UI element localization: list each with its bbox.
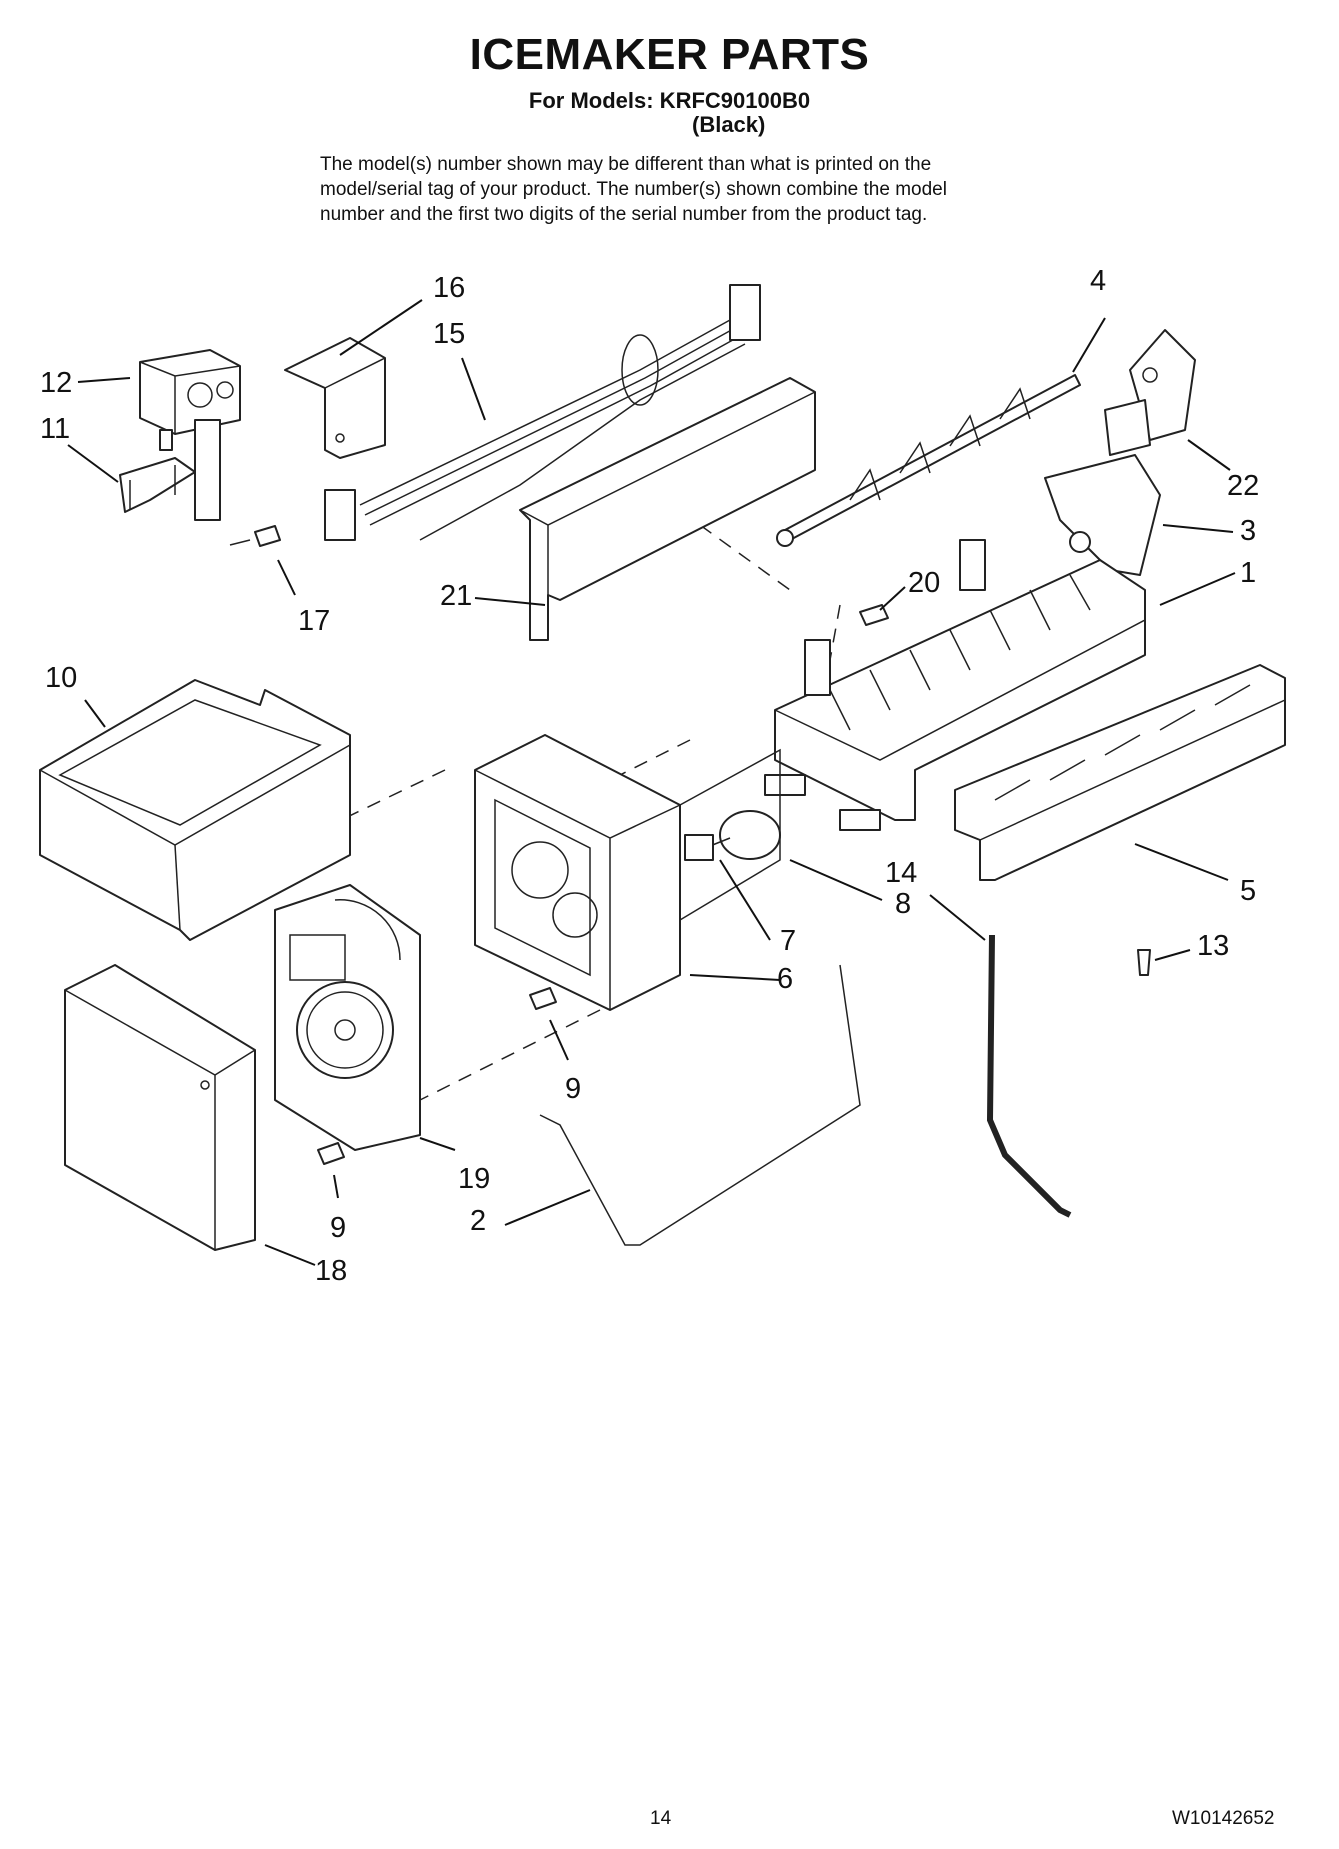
screw-9a <box>529 987 557 1010</box>
ejector-shaft <box>776 374 1081 547</box>
bearing-cover <box>1044 454 1161 576</box>
ice-bucket <box>39 679 351 941</box>
model-note-line: model/serial tag of your product. The nu… <box>320 179 947 200</box>
callout-10: 10 <box>45 662 77 694</box>
callout-15: 15 <box>433 318 465 350</box>
callout-8: 8 <box>895 888 911 920</box>
callout-1: 1 <box>1240 557 1256 589</box>
shutoff-wire <box>539 964 861 1246</box>
callout-9-upper: 9 <box>565 1073 581 1105</box>
wire-harness <box>324 284 761 541</box>
model-note-line: number and the first two digits of the s… <box>320 204 928 225</box>
callout-6: 6 <box>777 963 793 995</box>
document-number: W10142652 <box>1172 1808 1275 1829</box>
ice-stripper <box>954 664 1286 881</box>
water-valve <box>139 349 241 521</box>
callout-16: 16 <box>433 272 465 304</box>
callout-leaders <box>67 299 1236 1266</box>
page-title: ICEMAKER PARTS <box>469 30 870 79</box>
callout-9-lower: 9 <box>330 1212 346 1244</box>
screw-20 <box>859 604 889 626</box>
callout-19: 19 <box>458 1163 490 1195</box>
callout-11: 11 <box>40 413 70 445</box>
callout-14: 14 <box>885 857 917 889</box>
model-variant: (Black) <box>692 112 766 137</box>
callout-4: 4 <box>1090 265 1106 297</box>
callout-12: 12 <box>40 367 72 399</box>
valve-bracket <box>119 457 196 513</box>
control-housing <box>474 734 781 1011</box>
callout-20: 20 <box>908 567 940 599</box>
screw-9b <box>317 1142 345 1165</box>
model-note-line: The model(s) number shown may be differe… <box>320 154 932 175</box>
wire-clip <box>284 337 386 459</box>
callout-18: 18 <box>315 1255 347 1287</box>
callout-13: 13 <box>1197 930 1229 962</box>
callout-5: 5 <box>1240 875 1256 907</box>
mounting-plate <box>519 377 816 641</box>
motor-plate <box>274 884 421 1151</box>
callout-17: 17 <box>298 605 330 637</box>
callout-3: 3 <box>1240 515 1256 547</box>
screw-17 <box>229 525 281 547</box>
connector <box>684 834 714 861</box>
shut-off-arm <box>1104 329 1196 456</box>
model-note: The model(s) number shown may be differe… <box>320 152 1140 227</box>
plug <box>1137 949 1151 976</box>
ice-mold <box>774 539 1146 821</box>
callout-22: 22 <box>1227 470 1259 502</box>
callout-2: 2 <box>470 1205 486 1237</box>
exploded-parts-diagram: 1 2 3 4 5 6 7 8 9 9 10 11 12 13 14 15 16… <box>39 265 1286 1287</box>
model-line: For Models: KRFC90100B0 <box>528 88 811 113</box>
front-cover <box>64 964 256 1251</box>
fill-tube <box>986 934 1072 1218</box>
callout-7: 7 <box>780 925 796 957</box>
page-number: 14 <box>650 1808 672 1829</box>
callout-21: 21 <box>440 580 472 612</box>
